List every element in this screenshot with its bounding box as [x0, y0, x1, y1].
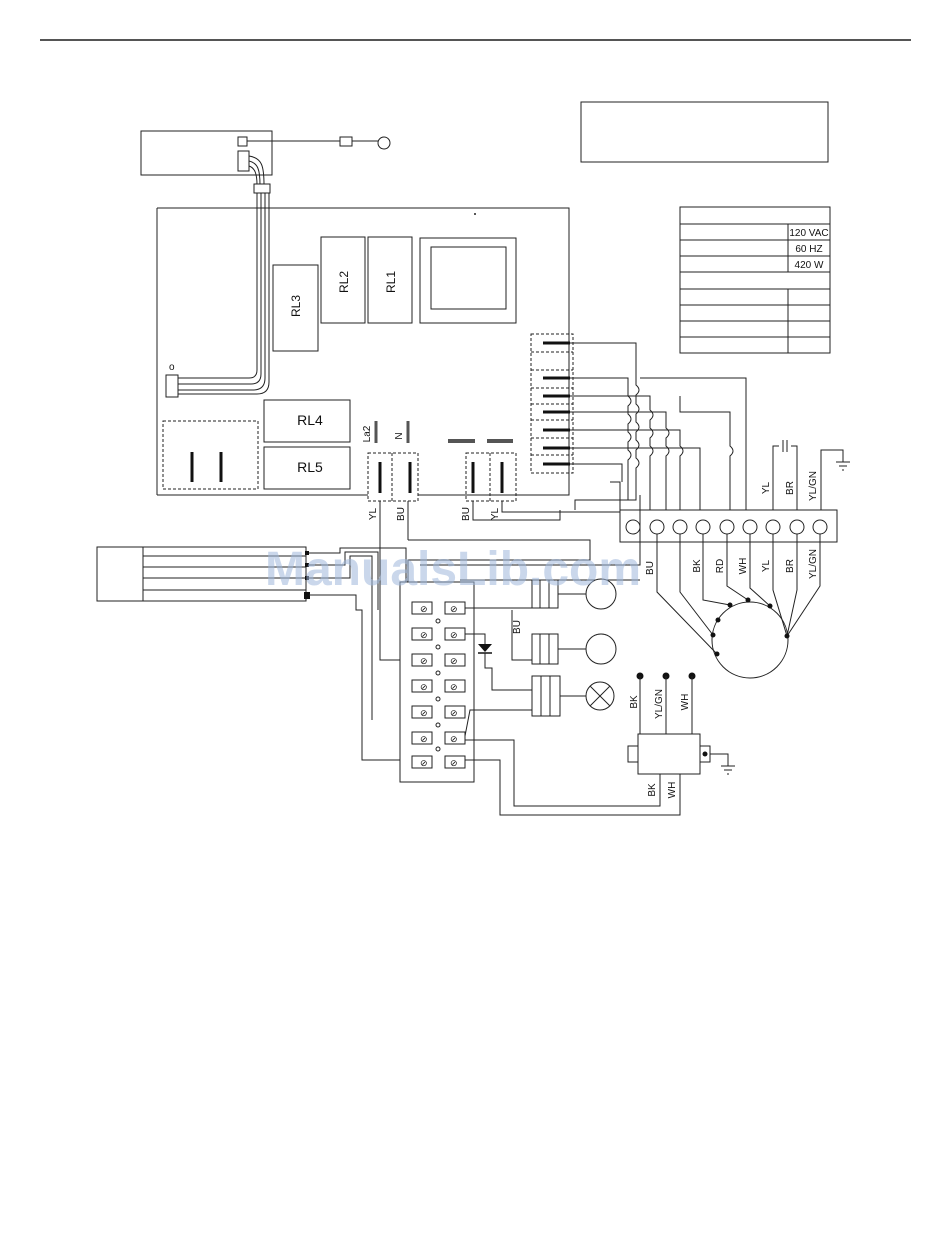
relay-rl4: RL4 — [264, 400, 350, 442]
relay-rl5-label: RL5 — [297, 459, 323, 475]
svg-text:⊘: ⊘ — [450, 604, 458, 614]
svg-text:⊘: ⊘ — [420, 708, 428, 718]
relay-rl3: RL3 — [273, 265, 318, 351]
motor-icon — [657, 534, 820, 678]
pcb-connectors — [368, 334, 573, 501]
wire-label: BU — [461, 507, 472, 521]
spec-power: 420 W — [795, 260, 824, 271]
title-box — [581, 102, 828, 162]
relay-rl5: RL5 — [264, 447, 350, 489]
transformer-label: BK — [647, 783, 658, 797]
diode-icon — [465, 634, 532, 690]
board-marker: o — [169, 362, 175, 373]
relay-rl2-label: RL2 — [337, 271, 351, 293]
strip-label: BR — [785, 559, 796, 573]
wire-label: BU — [512, 620, 523, 634]
wire-label: YL — [368, 507, 379, 520]
svg-text:⊘: ⊘ — [450, 708, 458, 718]
relay-rl3-label: RL3 — [289, 295, 303, 317]
wire-label: BU — [396, 507, 407, 521]
motor-top-label: YL/GN — [808, 471, 819, 501]
control-panel — [141, 131, 390, 193]
transformer-pcb — [420, 238, 516, 323]
terminal-n-label: N — [394, 432, 405, 439]
strip-label: BU — [645, 561, 656, 575]
strip-label: WH — [738, 558, 749, 575]
relay-rl1: RL1 — [368, 237, 412, 323]
dashed-block — [163, 421, 258, 489]
strip-label: RD — [715, 559, 726, 573]
spec-frequency: 60 HZ — [795, 244, 822, 255]
svg-text:⊘: ⊘ — [450, 734, 458, 744]
svg-text:⊘: ⊘ — [450, 682, 458, 692]
strip-label: YL/GN — [808, 549, 819, 579]
motor-top-label: YL — [761, 481, 772, 494]
specs-table: 120 VAC 60 HZ 420 W — [680, 207, 830, 353]
relay-rl1-label: RL1 — [384, 271, 398, 293]
svg-text:⊘: ⊘ — [420, 604, 428, 614]
svg-text:⊘: ⊘ — [420, 630, 428, 640]
relay-rl4-label: RL4 — [297, 412, 323, 428]
transformer-label: YL/GN — [654, 689, 665, 719]
warning-lamp — [465, 676, 614, 736]
svg-text:⊘: ⊘ — [420, 758, 428, 768]
terminal-la2-label: La2 — [362, 425, 373, 442]
svg-text:⊘: ⊘ — [420, 734, 428, 744]
strip-label: BK — [692, 559, 703, 573]
transformer-label: BK — [629, 695, 640, 709]
terminal-strip — [620, 510, 837, 542]
svg-text:⊘: ⊘ — [450, 758, 458, 768]
relay-rl2: RL2 — [321, 237, 365, 323]
transformer-label: WH — [667, 782, 678, 799]
transformer — [628, 673, 735, 775]
pcb-board: o RL3 RL2 RL1 RL4 RL5 La2 — [157, 193, 569, 495]
transformer-label: WH — [680, 694, 691, 711]
terminal-block: ⊘ ⊘ ⊘ ⊘ ⊘ ⊘ ⊘ ⊘ ⊘ ⊘ ⊘ ⊘ ⊘ ⊘ — [400, 582, 474, 782]
strip-label: YL — [761, 559, 772, 572]
svg-text:⊘: ⊘ — [420, 656, 428, 666]
svg-text:⊘: ⊘ — [420, 682, 428, 692]
svg-text:⊘: ⊘ — [450, 656, 458, 666]
spec-voltage: 120 VAC — [789, 228, 828, 239]
watermark: ManualsLib.com — [265, 543, 641, 596]
ground-ring-icon — [378, 137, 390, 149]
lamp-2 — [512, 610, 616, 664]
motor-top-label: BR — [785, 481, 796, 495]
svg-text:⊘: ⊘ — [450, 630, 458, 640]
ribbon-connector — [166, 375, 178, 397]
wire-label: YL — [490, 507, 501, 520]
